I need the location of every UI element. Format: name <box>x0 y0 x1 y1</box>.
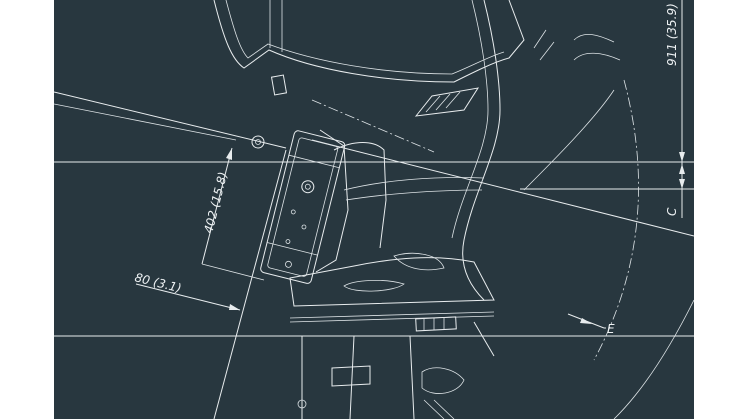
dimension-line-80 <box>135 283 241 311</box>
dashed-centerline <box>311 99 435 153</box>
dimension-arrow-80 <box>229 304 240 310</box>
outboard-motor-line-drawing: 911 (35.9) C 402 (15.8) 80 (3.1) E <box>54 0 694 419</box>
tilt-pin-center <box>255 139 261 145</box>
dimension-arrow-911 <box>679 152 685 162</box>
tilt-line-left <box>54 91 287 149</box>
gearcase-fin <box>415 316 457 332</box>
gearcase <box>301 321 495 419</box>
dimension-arrow-c-bottom <box>679 179 685 189</box>
dimension-label-402: 402 (15.8) <box>201 170 230 234</box>
label-e: E <box>607 322 615 336</box>
antiventilation-plate <box>289 257 495 307</box>
dimension-label-911: 911 (35.9) <box>665 3 679 66</box>
clamp-bracket <box>260 130 346 284</box>
tilt-pin <box>251 135 265 149</box>
cowling-right-edge <box>462 0 501 301</box>
cowling-right-edge-inner <box>451 0 489 239</box>
cowling-curve-right <box>523 89 615 191</box>
vent-slat-1 <box>425 95 441 113</box>
skeg <box>423 399 455 419</box>
tilt-line-right <box>311 139 694 237</box>
dimension-label-80: 80 (3.1) <box>133 270 183 295</box>
dimension-ext-402-bottom <box>201 263 265 281</box>
outer-radius-arc <box>613 299 694 419</box>
steering-arm <box>343 177 485 201</box>
vent-slat-3 <box>445 91 461 109</box>
dimension-line-402 <box>201 147 233 265</box>
skeg-bolt <box>297 399 307 409</box>
plate-detail <box>343 280 405 292</box>
plate-line <box>289 311 495 319</box>
dimension-arrow-c-top <box>679 164 685 174</box>
plate-line-2 <box>289 315 495 323</box>
cowling-inner <box>225 0 505 75</box>
vent-grille <box>414 87 480 117</box>
lower-detail <box>421 367 465 394</box>
dimension-label-c: C <box>665 207 679 216</box>
drawing-sheet: 911 (35.9) C 402 (15.8) 80 (3.1) E <box>54 0 694 419</box>
latch <box>270 74 288 96</box>
plate-detail-2 <box>393 252 445 271</box>
cowling-outline <box>213 0 525 83</box>
midsection-outline <box>333 142 387 249</box>
cowling-detail-right <box>533 29 621 61</box>
tilt-line-left-2 <box>54 103 237 141</box>
lower-bracket <box>331 365 371 387</box>
swivel-bracket <box>315 129 349 273</box>
vent-slat-2 <box>435 93 451 111</box>
transom-line <box>213 149 287 419</box>
tilt-radius-arc <box>593 79 639 361</box>
leader-e-arrow <box>580 318 592 324</box>
dimension-arrow-402-top <box>226 148 232 160</box>
